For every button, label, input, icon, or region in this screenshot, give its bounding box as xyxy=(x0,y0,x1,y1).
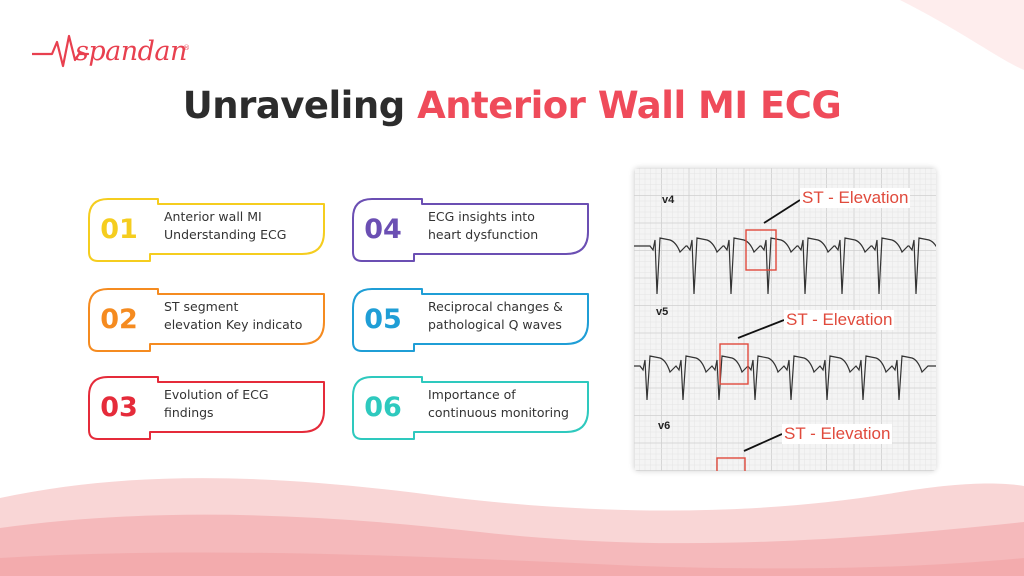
card-text-line: ECG insights into xyxy=(428,209,535,224)
card-number: 06 xyxy=(364,392,402,423)
ecg-trace-v4 xyxy=(634,237,936,295)
card-number: 04 xyxy=(364,214,402,245)
card-text-line: Understanding ECG xyxy=(164,227,287,242)
topic-card-02: 02 ST segment elevation Key indicato xyxy=(88,288,328,352)
card-frame xyxy=(88,288,325,352)
ecg-strip-image: v4 v5 v6 ST - Elevation ST - Elevation S… xyxy=(634,168,936,471)
card-text-line: Anterior wall MI xyxy=(164,209,262,224)
card-border xyxy=(88,198,325,262)
card-text-line: Evolution of ECG xyxy=(164,387,269,402)
st-elevation-label-v4: ST - Elevation xyxy=(800,188,911,208)
card-border xyxy=(88,376,325,440)
card-text-line: pathological Q waves xyxy=(428,317,562,332)
card-text-line: Reciprocal changes & xyxy=(428,299,563,314)
registered-mark: ® xyxy=(183,44,190,52)
card-text-line: findings xyxy=(164,405,214,420)
card-frame xyxy=(88,376,325,440)
card-text: Evolution of ECG findings xyxy=(164,386,324,422)
card-border xyxy=(352,376,589,440)
card-text-line: elevation Key indicato xyxy=(164,317,303,332)
card-text-line: heart dysfunction xyxy=(428,227,539,242)
title-part-dark: Unraveling xyxy=(182,84,418,127)
page-title: Unraveling Anterior Wall MI ECG xyxy=(0,84,1024,127)
card-text: ECG insights into heart dysfunction xyxy=(428,208,588,244)
topic-card-05: 05 Reciprocal changes & pathological Q w… xyxy=(352,288,592,352)
topic-card-06: 06 Importance of continuous monitoring xyxy=(352,376,592,440)
topic-card-01: 01 Anterior wall MI Understanding ECG xyxy=(88,198,328,262)
lead-label-v5: v5 xyxy=(656,306,669,318)
card-frame xyxy=(88,198,325,262)
pointer-line-v4 xyxy=(763,199,801,224)
card-frame xyxy=(352,376,589,440)
card-text: Reciprocal changes & pathological Q wave… xyxy=(428,298,588,334)
card-number: 05 xyxy=(364,304,402,335)
card-text: ST segment elevation Key indicato xyxy=(164,298,324,334)
card-number: 02 xyxy=(100,304,138,335)
card-text: Importance of continuous monitoring xyxy=(428,386,588,422)
card-border xyxy=(352,288,589,352)
topic-card-04: 04 ECG insights into heart dysfunction xyxy=(352,198,592,262)
card-border xyxy=(88,288,325,352)
ecg-trace-v5 xyxy=(634,355,936,401)
card-number: 01 xyxy=(100,214,138,245)
st-highlight-box-v4 xyxy=(745,229,777,271)
st-elevation-label-v5: ST - Elevation xyxy=(784,310,895,330)
card-number: 03 xyxy=(100,392,138,423)
topic-card-03: 03 Evolution of ECG findings xyxy=(88,376,328,440)
card-text-line: Importance of xyxy=(428,387,516,402)
card-text-line: ST segment xyxy=(164,299,239,314)
card-frame xyxy=(352,288,589,352)
st-highlight-box-v5 xyxy=(719,343,749,385)
st-highlight-box-v6 xyxy=(716,457,746,471)
card-border xyxy=(352,198,589,262)
title-part-accent: Anterior Wall MI ECG xyxy=(417,84,842,127)
brand-name: spandan xyxy=(75,36,187,67)
pointer-line-v5 xyxy=(737,319,785,339)
st-elevation-label-v6: ST - Elevation xyxy=(782,424,893,444)
card-text: Anterior wall MI Understanding ECG xyxy=(164,208,324,244)
heartbeat-logo-icon xyxy=(32,34,90,68)
lead-label-v4: v4 xyxy=(662,194,675,206)
lead-label-v6: v6 xyxy=(658,420,671,432)
pointer-line-v6 xyxy=(743,433,783,452)
card-text-line: continuous monitoring xyxy=(428,405,569,420)
card-frame xyxy=(352,198,589,262)
